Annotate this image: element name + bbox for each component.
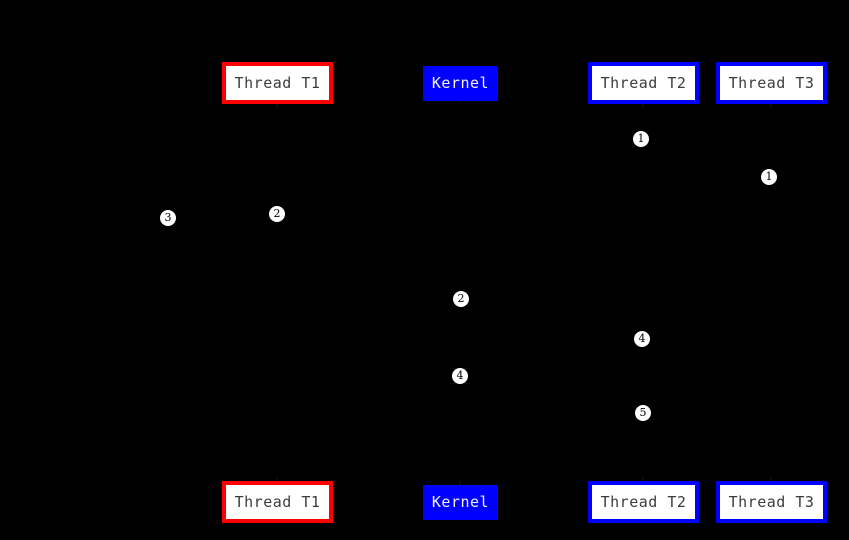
participant-foot-thread-t1: Thread T1 bbox=[222, 481, 333, 523]
step-marker: 1 bbox=[761, 169, 777, 185]
participant-head-thread-t3: Thread T3 bbox=[716, 62, 827, 104]
participant-label: Thread T3 bbox=[728, 73, 815, 92]
step-marker: 4 bbox=[452, 368, 468, 384]
lifeline-stub-bottom-kernel bbox=[459, 481, 461, 488]
lifeline-stub-bottom-thread-t1 bbox=[276, 477, 278, 484]
participant-label: Thread T2 bbox=[600, 492, 687, 511]
lifeline-stub-kernel bbox=[459, 98, 461, 105]
participant-head-thread-t2: Thread T2 bbox=[588, 62, 699, 104]
participant-label: Thread T1 bbox=[234, 73, 321, 92]
lifeline-thread-t1 bbox=[277, 104, 278, 481]
lifeline-thread-t3 bbox=[771, 104, 772, 481]
participant-label: Thread T2 bbox=[600, 73, 687, 92]
lifeline-thread-t2 bbox=[643, 104, 644, 481]
lifeline-stub-thread-t2 bbox=[642, 101, 644, 108]
participant-label: Thread T1 bbox=[234, 492, 321, 511]
lifeline-stub-bottom-thread-t3 bbox=[770, 477, 772, 484]
lifeline-stub-thread-t1 bbox=[276, 101, 278, 108]
participant-foot-thread-t3: Thread T3 bbox=[716, 481, 827, 523]
participant-label: Kernel bbox=[431, 493, 490, 511]
step-marker: 3 bbox=[160, 210, 176, 226]
step-marker: 1 bbox=[633, 131, 649, 147]
participant-head-thread-t1: Thread T1 bbox=[222, 62, 333, 104]
participant-head-kernel: Kernel bbox=[423, 66, 498, 101]
participant-label: Thread T3 bbox=[728, 492, 815, 511]
step-marker: 5 bbox=[635, 405, 651, 421]
step-marker: 4 bbox=[634, 331, 650, 347]
participant-label: Kernel bbox=[431, 74, 490, 92]
step-marker: 2 bbox=[453, 291, 469, 307]
lifeline-stub-thread-t3 bbox=[770, 101, 772, 108]
participant-foot-kernel: Kernel bbox=[423, 485, 498, 520]
participant-foot-thread-t2: Thread T2 bbox=[588, 481, 699, 523]
lifeline-stub-bottom-thread-t2 bbox=[642, 477, 644, 484]
step-marker: 2 bbox=[269, 206, 285, 222]
